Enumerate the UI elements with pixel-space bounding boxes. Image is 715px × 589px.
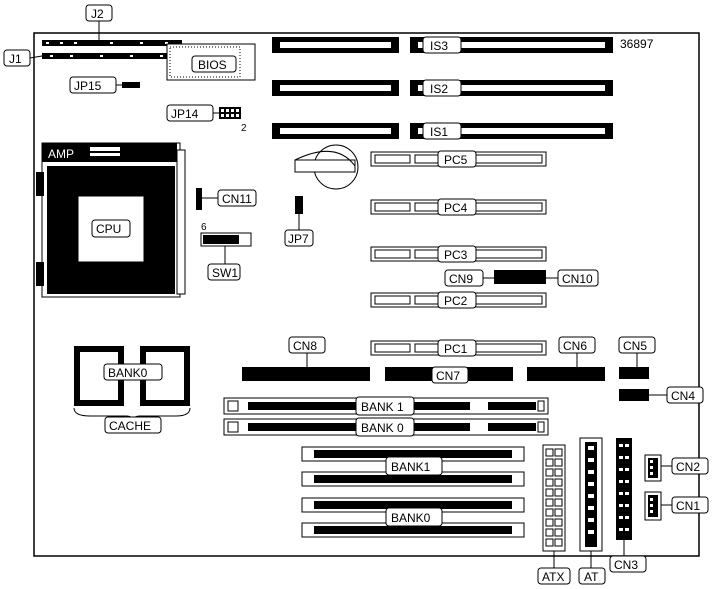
svg-text:CN4: CN4 — [671, 389, 695, 403]
svg-text:AMP: AMP — [48, 147, 74, 161]
pc5-label: PC5 — [437, 150, 477, 168]
svg-text:CN7: CN7 — [436, 369, 460, 383]
dimm-slots — [301, 446, 525, 538]
svg-text:JP7: JP7 — [288, 232, 309, 246]
svg-text:CN11: CN11 — [222, 192, 252, 206]
cpu-socket: AMP CPU — [36, 142, 186, 298]
svg-text:IS2: IS2 — [430, 82, 448, 96]
svg-text:CN6: CN6 — [563, 339, 587, 353]
battery — [294, 144, 359, 190]
is2-label: IS2 — [422, 79, 462, 97]
svg-text:CN3: CN3 — [614, 558, 638, 572]
svg-text:PC1: PC1 — [444, 342, 468, 356]
j1-callout: J1 — [3, 49, 43, 67]
pc1-label: PC1 — [437, 339, 477, 357]
is3-label: IS3 — [422, 36, 462, 54]
atx-power-connector: ATX — [537, 444, 571, 585]
board-outline — [33, 32, 700, 557]
figure-id: 36897 — [620, 37, 654, 51]
svg-text:JP15: JP15 — [74, 79, 102, 93]
svg-text:J1: J1 — [9, 52, 22, 66]
svg-text:CN5: CN5 — [623, 339, 647, 353]
svg-text:BANK1: BANK1 — [391, 460, 431, 474]
svg-text:CN9: CN9 — [449, 272, 473, 286]
bios-chip: BIOS — [166, 43, 256, 81]
pc3-label: PC3 — [437, 245, 477, 263]
svg-text:JP14: JP14 — [171, 107, 199, 121]
jp15-jumper: JP15 — [69, 76, 140, 94]
svg-text:PC3: PC3 — [444, 248, 468, 262]
is1-label: IS1 — [422, 122, 462, 140]
svg-text:CPU: CPU — [96, 222, 121, 236]
svg-text:CN2: CN2 — [676, 460, 700, 474]
cn8-connector: CN8 — [242, 336, 370, 381]
j2-callout: J2 — [85, 4, 113, 40]
jp14-jumper: JP14 2 — [166, 104, 247, 134]
sw1-switch: 6 SW1 — [200, 222, 252, 281]
svg-text:BANK 1: BANK 1 — [361, 400, 404, 414]
svg-text:IS1: IS1 — [430, 125, 448, 139]
cn7-connector: CN7 — [385, 366, 513, 384]
cn2-connector: CN2 — [644, 454, 709, 482]
simm-bank1-slot: BANK 1 — [223, 396, 549, 416]
simm-bank0-slot: BANK 0 — [223, 417, 549, 437]
j1-header — [42, 53, 182, 59]
svg-text:CN10: CN10 — [562, 272, 593, 286]
at-power-connector: AT — [578, 437, 606, 585]
cn3-connector: CN3 — [609, 438, 647, 573]
svg-text:IS3: IS3 — [430, 39, 448, 53]
cn1-connector: CN1 — [644, 491, 709, 521]
pc4-label: PC4 — [437, 198, 477, 216]
svg-text:PC5: PC5 — [444, 153, 468, 167]
svg-text:BIOS: BIOS — [198, 58, 227, 72]
svg-text:CN1: CN1 — [676, 499, 700, 513]
svg-text:AT: AT — [584, 570, 599, 584]
cn5-connector: CN5 — [618, 336, 656, 379]
cache-chips: BANK0 CACHE — [73, 346, 191, 434]
svg-text:J2: J2 — [91, 7, 104, 21]
cn11-connector: CN11 — [196, 188, 257, 210]
bank0-lower-label: BANK0 — [385, 507, 443, 527]
cn6-connector: CN6 — [527, 336, 605, 381]
bank1-lower-label: BANK1 — [385, 456, 443, 476]
svg-text:PC2: PC2 — [444, 294, 468, 308]
svg-text:6: 6 — [201, 222, 207, 233]
svg-text:SW1: SW1 — [212, 266, 238, 280]
svg-text:ATX: ATX — [542, 570, 564, 584]
cn4-connector: CN4 — [619, 386, 704, 404]
j2-header — [42, 40, 182, 46]
svg-text:CACHE: CACHE — [109, 419, 151, 433]
cn9-cn10-connector: CN9 CN10 — [444, 269, 599, 287]
svg-text:BANK 0: BANK 0 — [361, 421, 404, 435]
jp7-jumper: JP7 — [284, 196, 314, 247]
svg-text:CN8: CN8 — [293, 339, 317, 353]
svg-text:BANK0: BANK0 — [391, 511, 431, 525]
svg-text:BANK0: BANK0 — [108, 366, 148, 380]
svg-text:2: 2 — [241, 123, 247, 134]
svg-text:PC4: PC4 — [444, 201, 468, 215]
pc2-label: PC2 — [437, 291, 477, 309]
